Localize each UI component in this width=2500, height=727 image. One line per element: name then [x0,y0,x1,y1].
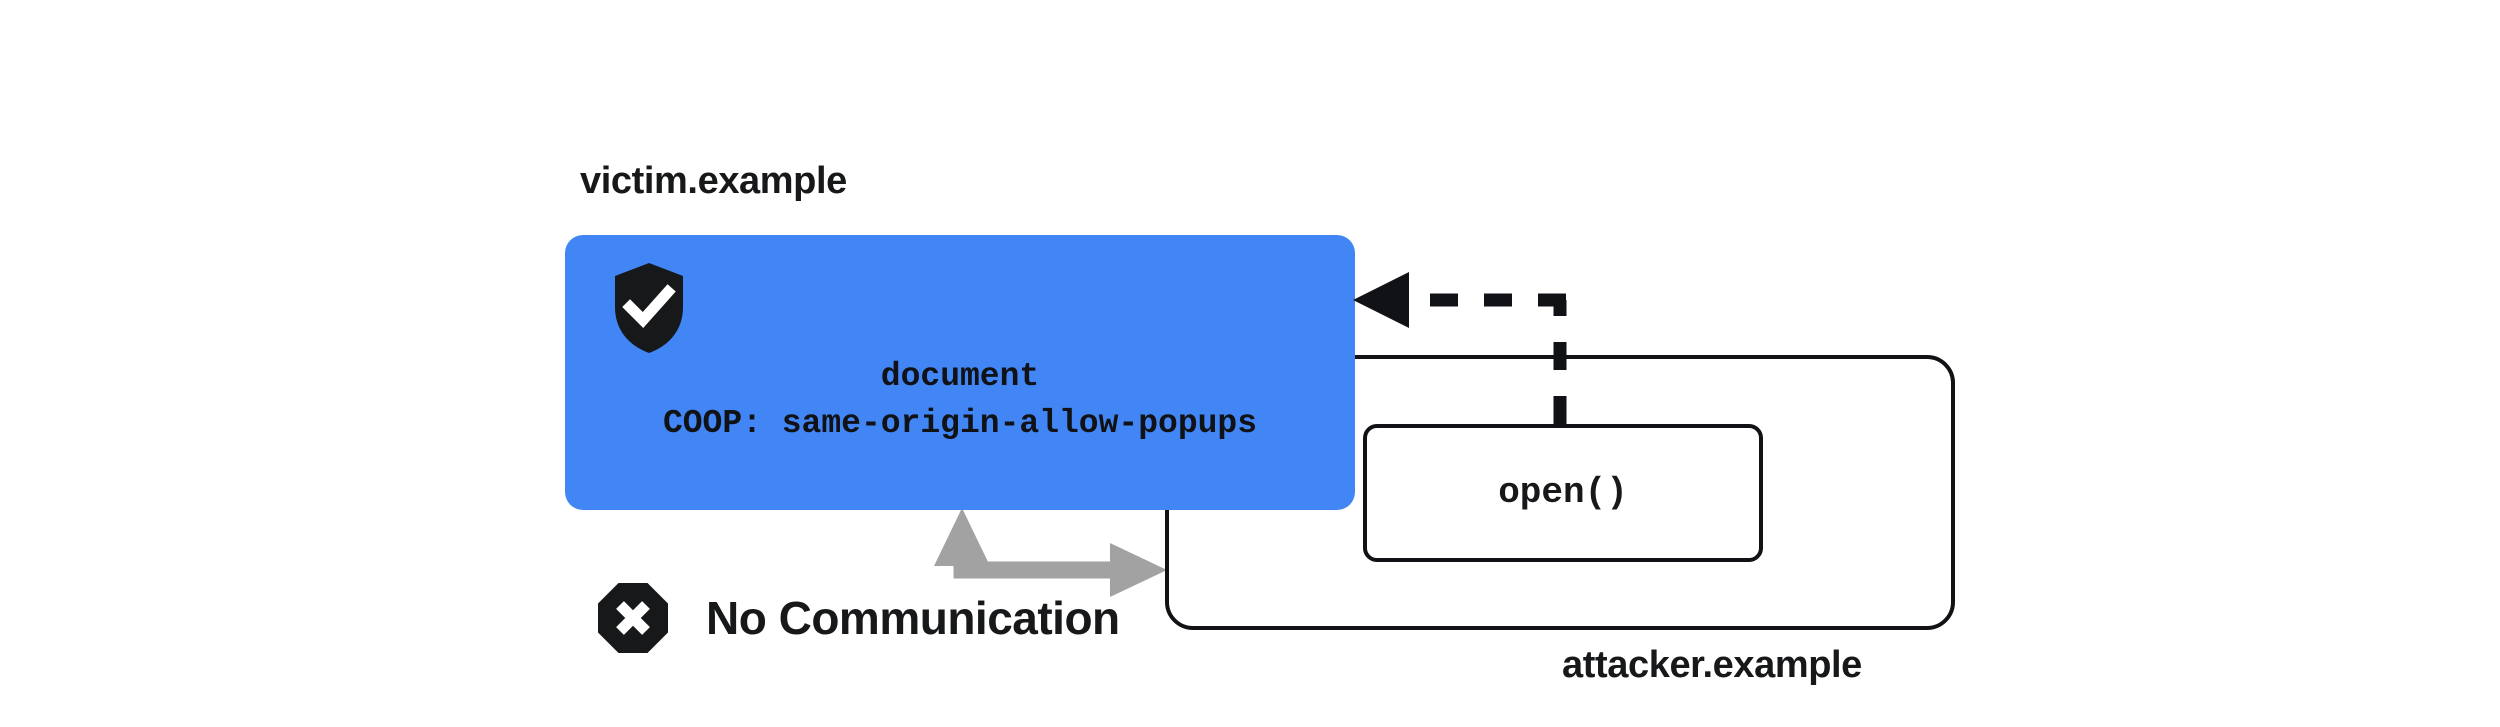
victim-document-box: document COOP: same-origin-allow-popups [565,235,1355,510]
victim-document-text: document [880,358,1040,395]
open-dashed-arrow [1353,272,1567,424]
attacker-origin-label: attacker.example [1562,644,1862,686]
no-communication-arrow [934,508,1167,597]
no-communication-label: No Communication [706,592,1120,644]
open-call-box: open() [1363,424,1763,562]
victim-coop-header-text: COOP: same-origin-allow-popups [662,405,1258,442]
victim-origin-label: victim.example [580,160,847,202]
shield-check-icon [615,263,683,353]
octagon-x-icon [598,583,668,653]
open-call-label: open() [1498,472,1628,513]
